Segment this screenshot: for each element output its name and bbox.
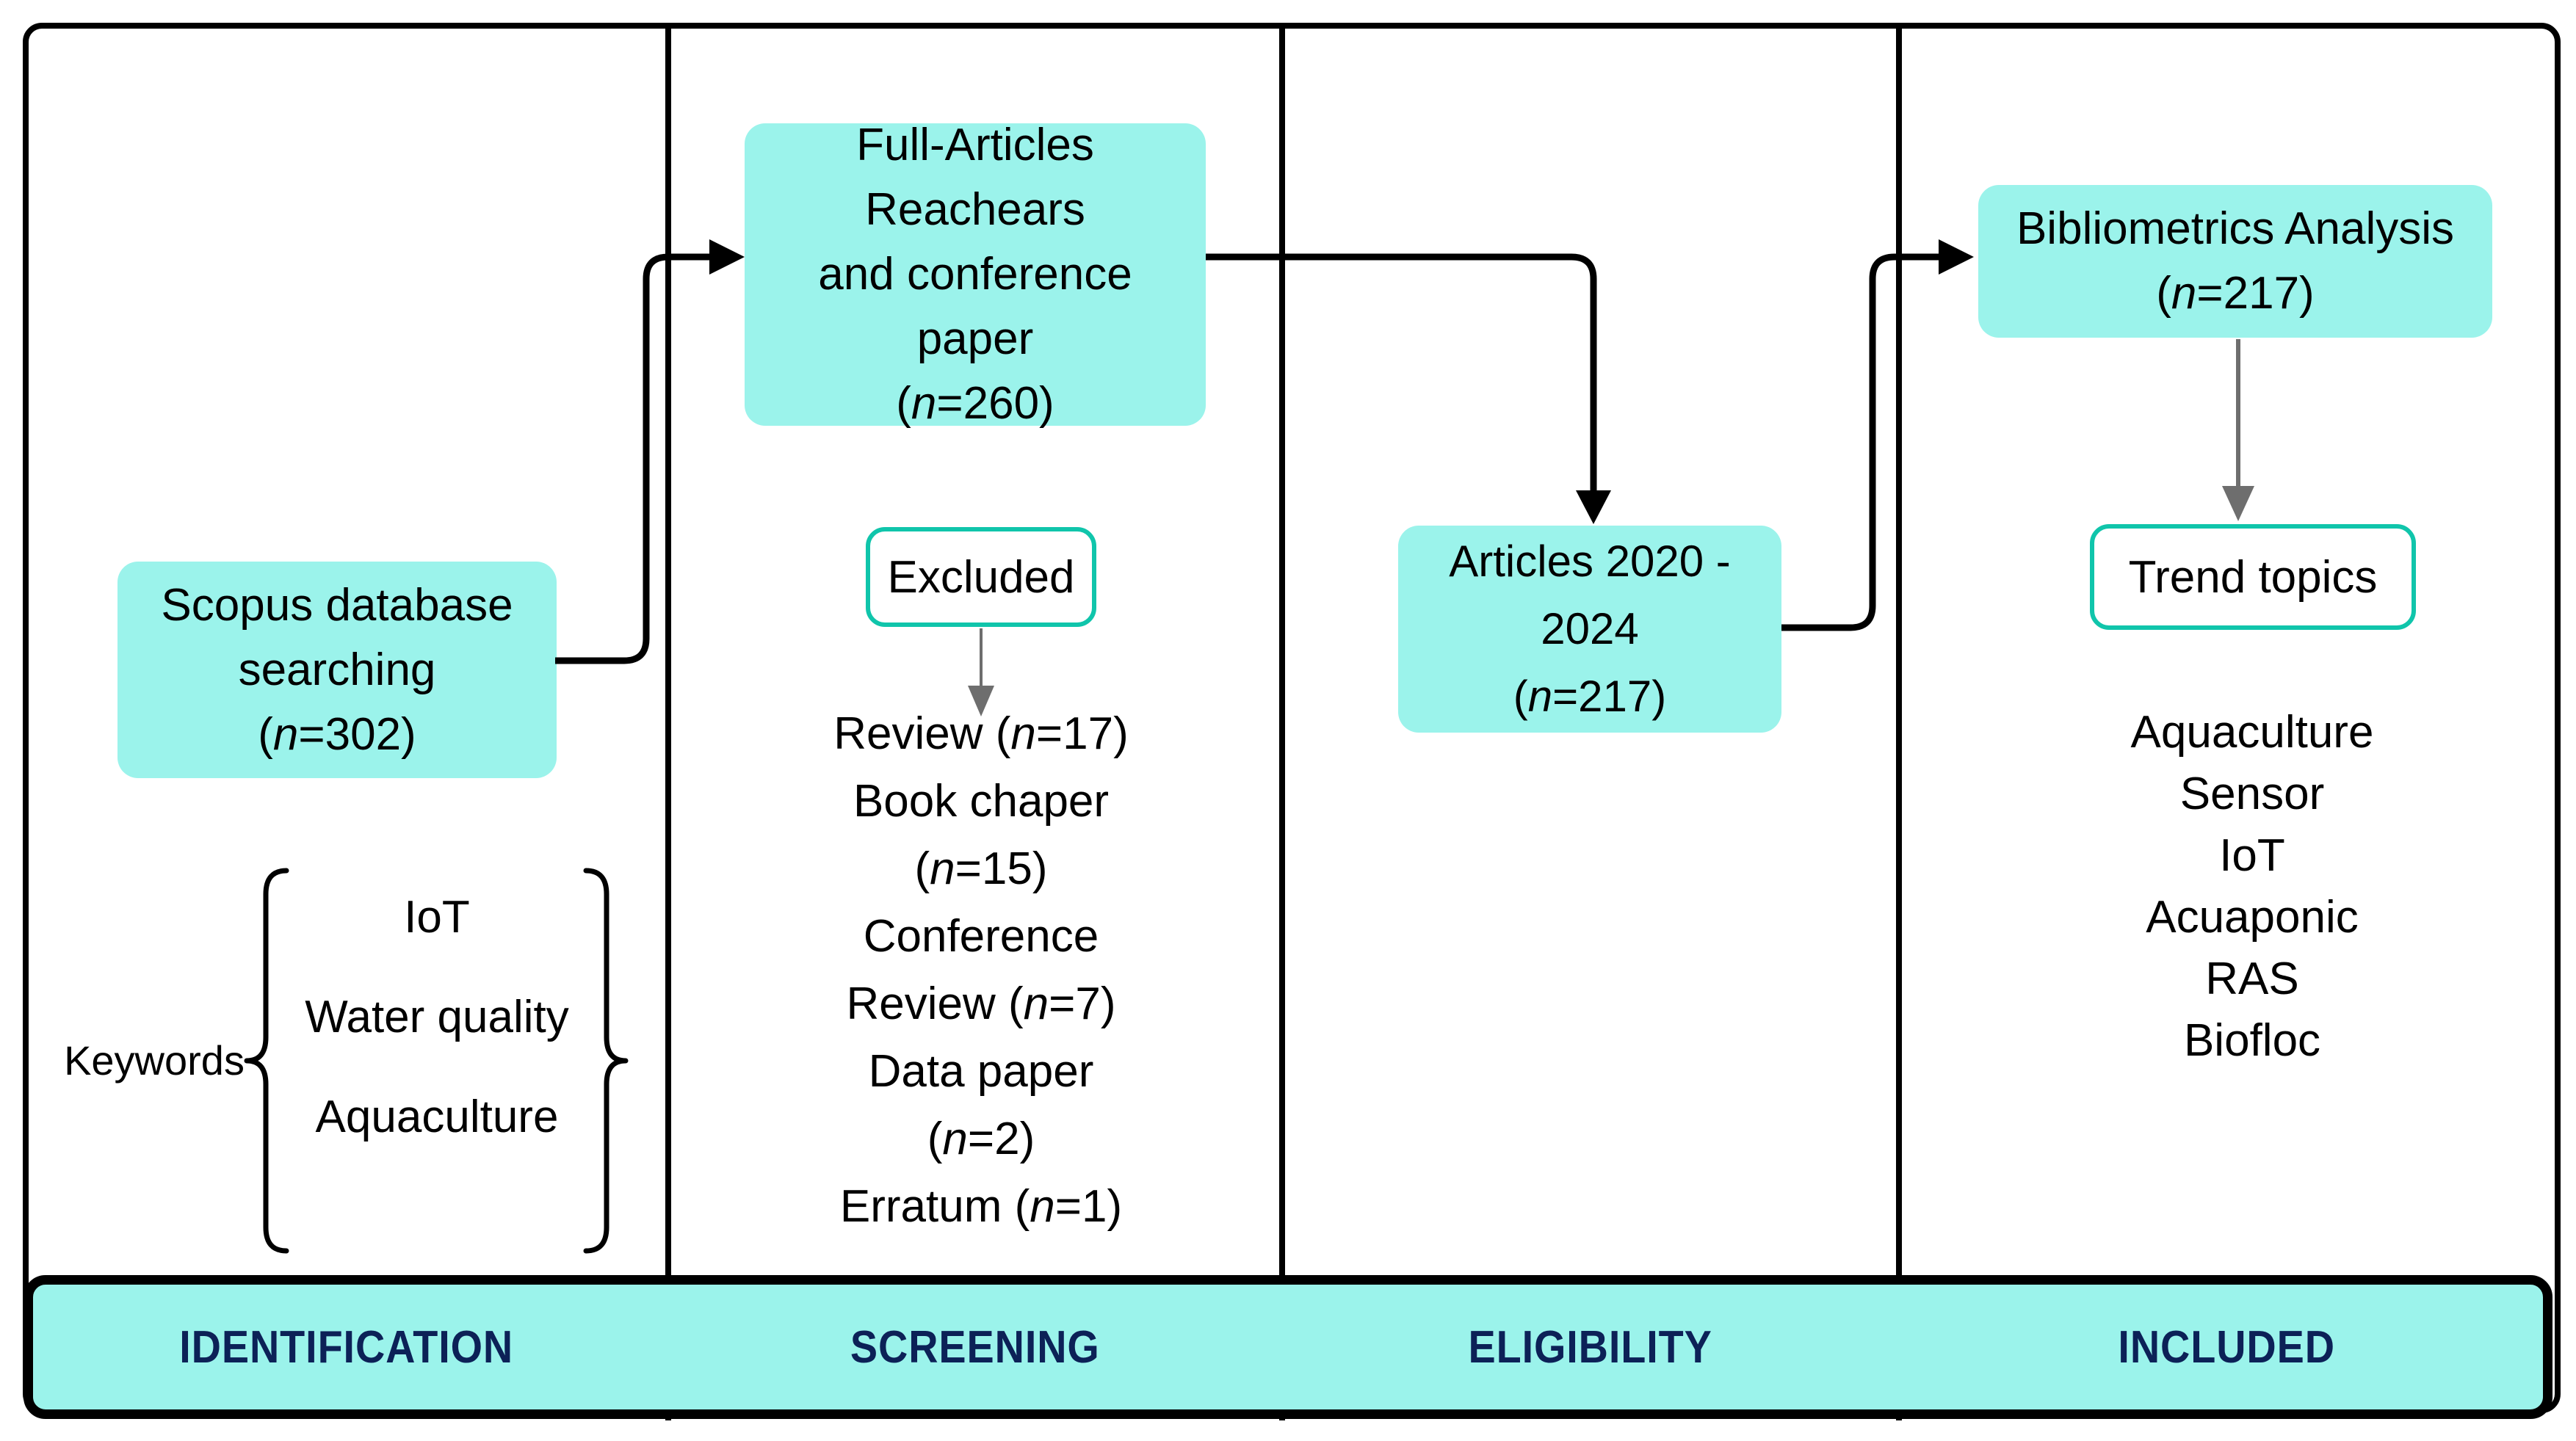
bibliometrics-box: Bibliometrics Analysis(n=217) <box>1978 185 2492 338</box>
keywords-label: Keywords <box>64 1037 245 1084</box>
column-divider-1 <box>665 26 671 1420</box>
column-divider-3 <box>1896 26 1902 1420</box>
column-divider-2 <box>1279 26 1285 1420</box>
phase-banner <box>23 1275 2553 1419</box>
excluded-label: Excluded <box>887 551 1075 603</box>
trend-topics-label: Trend topics <box>2128 551 2378 603</box>
excluded-list: Review (n=17)Book chaper(n=15)Conference… <box>833 708 1129 1232</box>
phase-identification: IDENTIFICATION <box>179 1321 514 1373</box>
excluded-box: Excluded <box>866 527 1096 627</box>
phase-included: INCLUDED <box>2118 1321 2335 1373</box>
phase-eligibility: ELIGIBILITY <box>1468 1321 1713 1373</box>
articles-2020-2024-box: Articles 2020 -2024(n=217) <box>1398 526 1781 733</box>
articles-2020-2024-text: Articles 2020 -2024(n=217) <box>1449 537 1731 721</box>
bibliometrics-text: Bibliometrics Analysis(n=217) <box>2016 203 2455 319</box>
phase-screening: SCREENING <box>850 1321 1100 1373</box>
trend-topics-box: Trend topics <box>2090 524 2416 630</box>
